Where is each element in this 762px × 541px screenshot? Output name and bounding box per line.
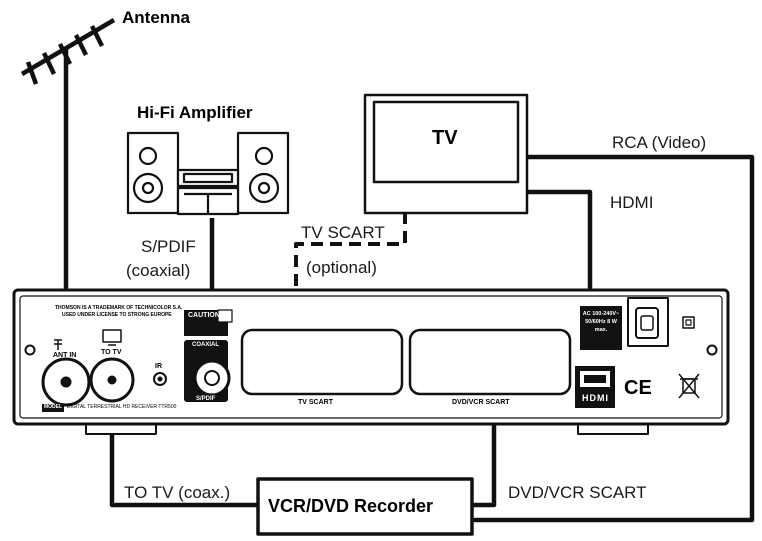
antenna-icon [20, 18, 116, 85]
recorder-label: VCR/DVD Recorder [268, 496, 434, 516]
to-tv-coax-label: TO TV (coax.) [124, 483, 231, 502]
tv-label: TV [432, 127, 458, 149]
ir-label: IR [155, 363, 162, 370]
speaker-icon [126, 131, 180, 215]
tv-scart-optional-label: (optional) [306, 258, 377, 277]
model-badge: MODEL [44, 404, 63, 410]
hifi-amplifier [126, 131, 290, 216]
trademark-line-2: USED UNDER LICENSE TO STRONG EUROPE [62, 312, 172, 318]
screw-icon [706, 344, 718, 356]
tv-icon [102, 329, 122, 346]
trademark-line-1: THOMSON IS A TRADEMARK OF TECHNICOLOR S.… [55, 305, 183, 311]
receiver-rear-panel [12, 288, 730, 435]
spdif-label: S/PDIF [141, 237, 196, 256]
caution-label: CAUTION [188, 312, 220, 319]
tv-scart-panel-label: TV SCART [298, 399, 333, 406]
ce-mark: CE [624, 377, 652, 399]
hdmi-logo: HDMI [582, 393, 609, 403]
screw-icon [24, 344, 36, 356]
speaker-icon [236, 131, 290, 215]
spdif-sub-label: (coaxial) [126, 261, 191, 280]
rca-video-cable [472, 154, 755, 523]
to-tv-panel-label: TO TV [101, 349, 122, 356]
tv-scart-label: TV SCART [301, 223, 385, 242]
antenna-label: Antenna [122, 8, 190, 27]
amplifier-label: Hi-Fi Amplifier [137, 103, 253, 122]
recycle-bin-icon [678, 373, 700, 399]
rca-video-label: RCA (Video) [612, 133, 707, 152]
dvd-vcr-scart-panel-label: DVD/VCR SCART [452, 399, 510, 406]
power-rating: AC 100-240V~ 50/60Hz 8 W max. [582, 311, 620, 333]
coaxial-label: COAXIAL [192, 342, 219, 348]
vcr-dvd-recorder [256, 477, 474, 536]
model-text: DIGITAL TERRESTRIAL HD RECEIVER TTR500 [67, 404, 177, 410]
hdmi-label: HDMI [610, 193, 654, 212]
ant-in-label: ANT IN [53, 352, 77, 359]
power-switch-icon [627, 297, 669, 347]
tv-set [363, 93, 529, 215]
dvd-vcr-scart-label: DVD/VCR SCART [508, 483, 647, 502]
spdif-panel-label: S/PDIF [196, 396, 216, 402]
